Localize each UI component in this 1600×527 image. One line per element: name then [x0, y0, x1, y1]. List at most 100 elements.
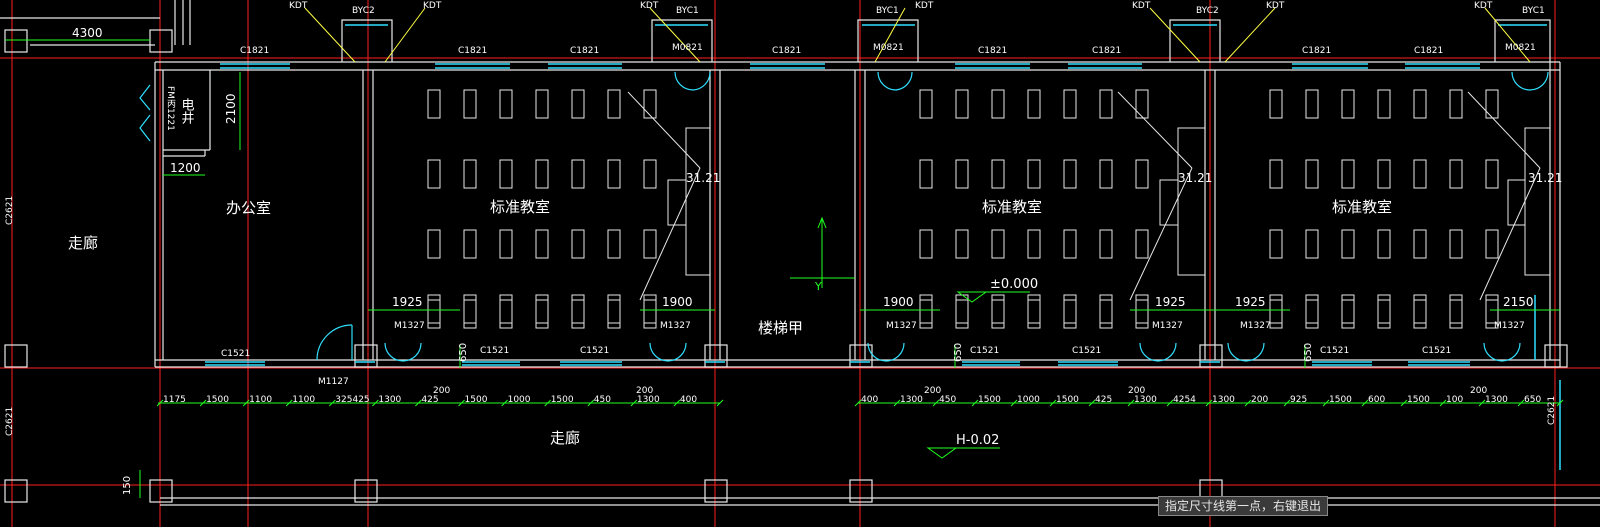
- dim-row-value: 450: [939, 395, 956, 405]
- desk: [1027, 89, 1041, 119]
- tag-window: C1821: [978, 46, 1007, 56]
- desk: [1305, 294, 1319, 324]
- desk: [1413, 229, 1427, 259]
- dim-tick: [1283, 399, 1291, 407]
- dim-row-value: 1100: [292, 395, 315, 405]
- dim-tick: [1205, 399, 1213, 407]
- tag-door: M1327: [1240, 321, 1271, 331]
- tag-door: M1327: [1152, 321, 1183, 331]
- dim-row-value: 1300: [1485, 395, 1508, 405]
- desk: [1269, 294, 1283, 324]
- dim-text: 200: [924, 386, 941, 396]
- dim-text: 2150: [1503, 295, 1534, 309]
- dim-tick: [673, 399, 681, 407]
- desk: [1341, 89, 1355, 119]
- desk: [1063, 294, 1077, 324]
- desk: [1099, 89, 1113, 119]
- dim-row-value: 400: [680, 395, 697, 405]
- desk: [1027, 229, 1041, 259]
- dim-text: 200: [1470, 386, 1487, 396]
- ucs-y-icon: Y: [814, 280, 822, 293]
- dim-tick: [544, 399, 552, 407]
- dim-row-value: 1300: [1212, 395, 1235, 405]
- desk: [643, 159, 657, 189]
- desk: [919, 294, 933, 324]
- tag-window: C1821: [1414, 46, 1443, 56]
- dim-text: 1900: [662, 295, 693, 309]
- tag-door: M1327: [660, 321, 691, 331]
- dim-tick: [1127, 399, 1135, 407]
- dim-row-value: 425: [421, 395, 438, 405]
- desk: [1099, 229, 1113, 259]
- dim-tick: [1166, 399, 1174, 407]
- tag-door: M0821: [873, 43, 904, 53]
- desk: [499, 229, 513, 259]
- tag-door: M1327: [886, 321, 917, 331]
- desk: [1063, 159, 1077, 189]
- dim-tick: [458, 399, 465, 407]
- dim-row-value: 1100: [249, 395, 272, 405]
- dim-tick: [1517, 399, 1525, 407]
- dim-row-value: 1500: [1329, 395, 1352, 405]
- dimension-ticks: [156, 399, 1564, 407]
- dim-text: 650: [458, 343, 469, 362]
- room-corridor-bottom: 走廊: [550, 429, 580, 447]
- desk: [1449, 159, 1463, 189]
- tag-door: M1327: [394, 321, 425, 331]
- command-prompt: 指定尺寸线第一点，右键退出: [1158, 496, 1329, 516]
- dim-tick: [1439, 399, 1447, 407]
- desk: [919, 159, 933, 189]
- dim-tick: [1361, 399, 1369, 407]
- tag-window: C1821: [570, 46, 599, 56]
- dim-row-value: 1300: [637, 395, 660, 405]
- dim-tick: [328, 399, 336, 407]
- desk: [991, 229, 1005, 259]
- tag-door: M0821: [1505, 43, 1536, 53]
- tag-door: M1327: [1494, 321, 1525, 331]
- dim-row-value: 1500: [978, 395, 1001, 405]
- dim-row-value: 650: [1524, 395, 1541, 405]
- shaft-name: 电井: [179, 98, 195, 125]
- desk: [1269, 229, 1283, 259]
- desk: [535, 229, 549, 259]
- desk: [919, 229, 933, 259]
- desk: [1485, 229, 1499, 259]
- room-classroom-3: 标准教室: [1332, 198, 1392, 216]
- tag-byc: BYC2: [352, 6, 375, 16]
- desk: [1027, 159, 1041, 189]
- desk: [1099, 159, 1113, 189]
- dim-text: 650: [953, 343, 964, 362]
- dim-tick: [630, 399, 638, 407]
- desk: [1305, 159, 1319, 189]
- dim-tick: [372, 399, 379, 407]
- desk: [643, 229, 657, 259]
- dim-tick: [971, 399, 979, 407]
- tag-kdt: KDT: [915, 1, 934, 11]
- desk: [1305, 229, 1319, 259]
- classroom-desks: [427, 89, 1499, 329]
- tag-window: C1521: [970, 346, 999, 356]
- desk: [427, 89, 441, 119]
- dim-tick: [1049, 399, 1057, 407]
- room-labels: 走廊 办公室 标准教室 标准教室 标准教室 楼梯甲 走廊: [68, 198, 1392, 447]
- tag-window: C1821: [458, 46, 487, 56]
- tag-byc: BYC2: [1196, 6, 1219, 16]
- dim-row-value: 1500: [1407, 395, 1430, 405]
- tag-window: C1521: [480, 346, 509, 356]
- dim-row-value: 600: [1368, 395, 1385, 405]
- leader-lines: [304, 7, 1531, 63]
- desk: [955, 89, 969, 119]
- dim-text: 650: [1303, 343, 1314, 362]
- tag-kdt: KDT: [640, 1, 659, 11]
- desk: [427, 159, 441, 189]
- desk: [607, 159, 621, 189]
- windows: [205, 24, 1561, 470]
- dim-tick: [932, 399, 940, 407]
- dim-tick: [1478, 399, 1486, 407]
- desk: [1099, 294, 1113, 324]
- room-corridor-left: 走廊: [68, 234, 98, 252]
